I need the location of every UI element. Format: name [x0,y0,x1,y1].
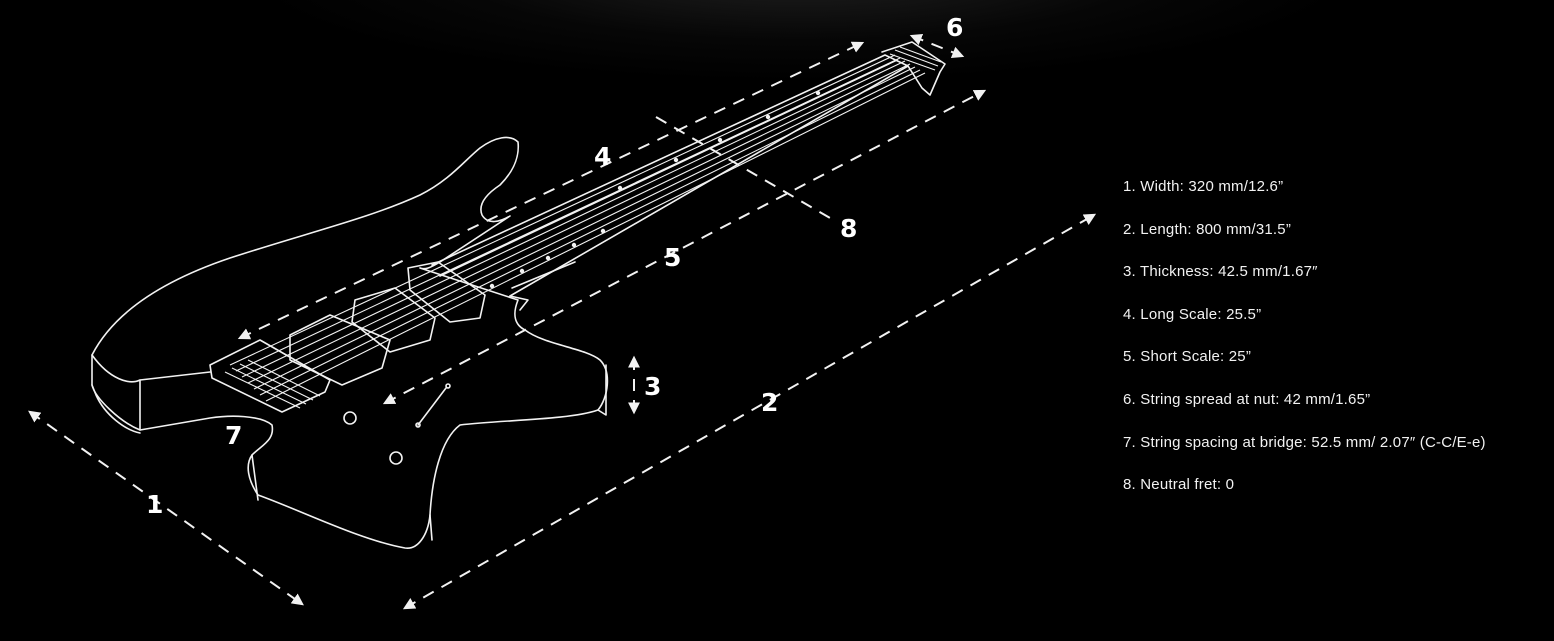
spec-neutral-fret: 8. Neutral fret: 0 [1123,476,1235,494]
headstock [881,41,946,96]
callout-numbers: 1 2 3 4 5 6 7 8 [146,13,963,519]
dimension-length-line [402,213,1097,610]
bridge [209,339,331,413]
controls [343,383,451,465]
dimension-nut-spread-line [909,33,965,59]
callout-4: 4 [594,142,611,171]
dimension-short-scale-line [382,89,987,405]
spec-list: 1. Width: 320 mm/12.6” 2. Length: 800 mm… [1123,177,1486,518]
dimension-lines [28,33,1097,610]
spec-short-scale: 5. Short Scale: 25” [1123,348,1252,366]
callout-6: 6 [946,13,963,42]
callout-7: 7 [225,421,242,450]
spec-thickness: 3. Thickness: 42.5 mm/1.67″ [1123,263,1318,281]
spec-width: 1. Width: 320 mm/12.6” [1123,178,1284,195]
spec-string-spacing-bridge: 7. String spacing at bridge: 52.5 mm/ 2.… [1123,433,1486,451]
callout-1: 1 [146,490,163,519]
spec-string-spread-nut: 6. String spread at nut: 42 mm/1.65” [1123,390,1371,408]
callout-8: 8 [840,214,857,243]
dimension-width-line [28,410,304,606]
callout-5: 5 [664,243,681,272]
callout-2: 2 [761,388,778,417]
spec-long-scale: 4. Long Scale: 25.5” [1123,305,1262,323]
spec-length: 2. Length: 800 mm/31.5” [1123,220,1292,238]
dimension-long-scale-line [237,41,865,340]
strings [229,54,926,402]
callout-3: 3 [644,372,661,401]
